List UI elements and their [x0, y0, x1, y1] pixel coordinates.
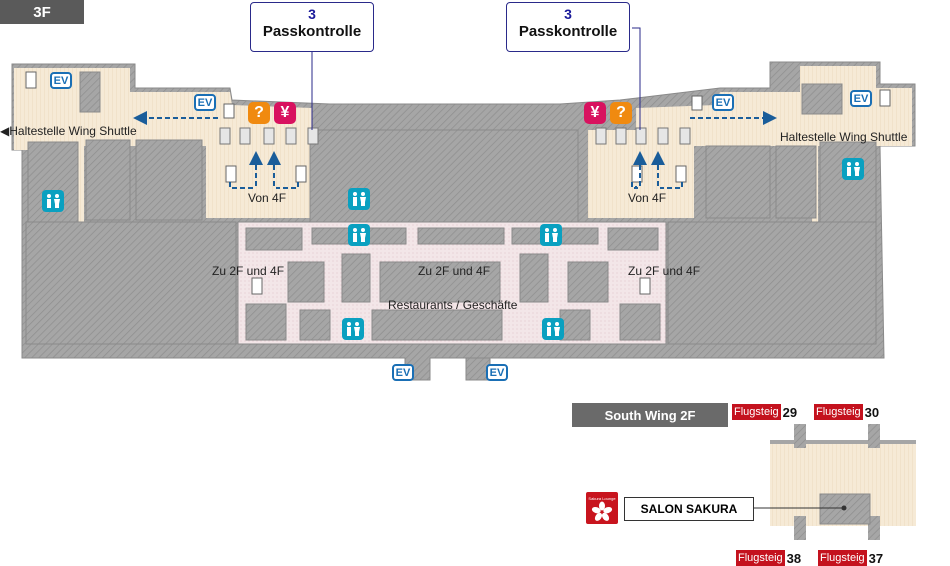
passport-control-label-left: 3 Passkontrolle: [250, 2, 374, 52]
passport-leaders: [311, 27, 641, 130]
salon-sakura-label: SALON SAKURA: [624, 497, 754, 521]
south-wing-label: South Wing 2F: [572, 403, 728, 427]
passport-booths: [219, 127, 691, 145]
wing-shuttle-label-left: ◀Haltestelle Wing Shuttle: [0, 124, 137, 138]
shops-area: [237, 221, 667, 345]
passport-control-text: Passkontrolle: [518, 23, 618, 40]
to-2f-4f-label-right: Zu 2F und 4F: [628, 264, 701, 278]
cream-walkways: [14, 66, 912, 252]
elevator-icon: EV: [50, 72, 72, 89]
currency-exchange-icon: ¥: [584, 102, 606, 124]
stairs-icon: [25, 71, 891, 295]
sakura-lounge-logo-icon: Sakura Lounge: [586, 492, 618, 524]
currency-exchange-icon: ¥: [274, 102, 296, 124]
elevator-icon: EV: [194, 94, 216, 111]
elevator-icon: EV: [486, 364, 508, 381]
passport-control-label-right: 3 Passkontrolle: [506, 2, 630, 52]
restroom-icon: [842, 158, 864, 180]
left-wing-blocks: [25, 71, 237, 345]
elevator-icon: EV: [850, 90, 872, 107]
restroom-icon: [42, 190, 64, 212]
restaurants-label: Restaurants / Geschäfte: [388, 298, 518, 312]
passport-control-text: Passkontrolle: [262, 23, 362, 40]
svg-text:Sakura Lounge: Sakura Lounge: [588, 496, 616, 501]
right-wing-blocks: [667, 83, 877, 345]
south-wing-map: [752, 424, 916, 540]
to-2f-4f-label-left: Zu 2F und 4F: [212, 264, 285, 278]
info-icon: ?: [248, 102, 270, 124]
restroom-icon: [342, 318, 364, 340]
info-icon: ?: [610, 102, 632, 124]
arrow-left-icon: ◀: [0, 124, 10, 138]
restroom-icon: [348, 224, 370, 246]
from-4f-label-right: Von 4F: [628, 191, 667, 205]
elevator-icon: EV: [712, 94, 734, 111]
passport-control-number: 3: [564, 6, 572, 22]
elevator-icon: EV: [392, 364, 414, 381]
wing-shuttle-label-right: Haltestelle Wing Shuttle: [780, 130, 908, 144]
floor-label: 3F: [0, 0, 84, 24]
from-4f-label-left: Von 4F: [248, 191, 287, 205]
passport-control-number: 3: [308, 6, 316, 22]
restroom-icon: [540, 224, 562, 246]
restroom-icon: [348, 188, 370, 210]
restroom-icon: [542, 318, 564, 340]
to-2f-4f-label-center: Zu 2F und 4F: [418, 264, 491, 278]
arrow-icon: [133, 111, 777, 189]
